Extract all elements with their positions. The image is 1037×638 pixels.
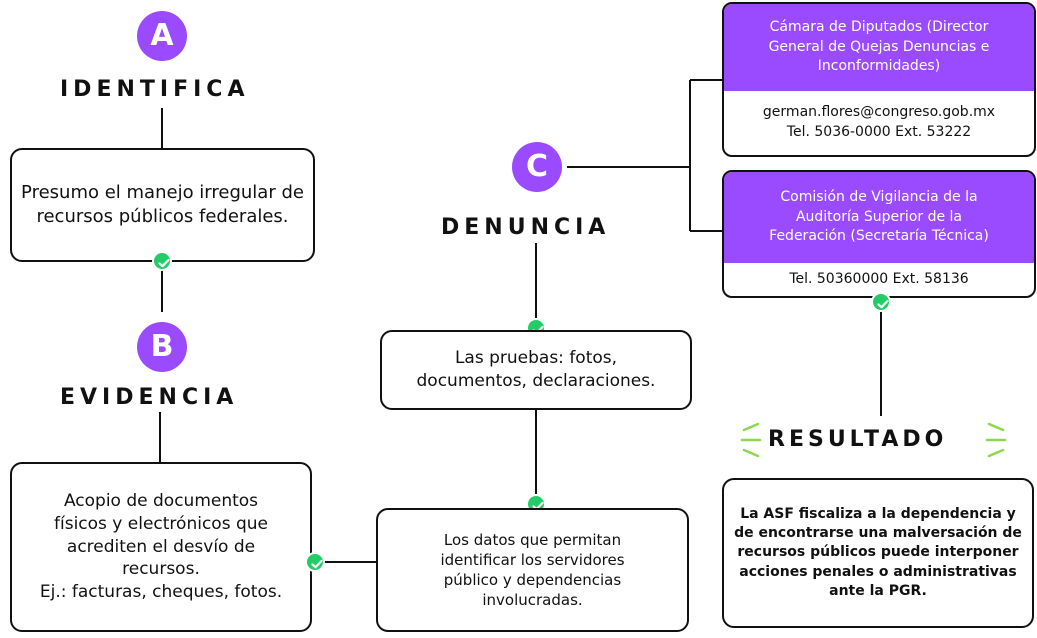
camara-contact-card: Cámara de Diputados (Director General de… — [722, 2, 1036, 157]
resultado-line-2: de encontrarse una malversación de — [734, 525, 1022, 542]
resultado-box: La ASF fiscaliza a la dependencia y de e… — [722, 478, 1034, 628]
check-icon — [152, 251, 172, 271]
comision-header-line-2: Auditoría Superior de la — [795, 208, 963, 225]
acopio-line-1: Acopio de documentos — [63, 490, 259, 511]
pruebas-line-2: documentos, declaraciones. — [416, 371, 656, 391]
acopio-line-2: físicos y electrónicos que — [54, 513, 268, 534]
datos-line-3: público y dependencias — [443, 571, 622, 589]
datos-line-4: involucradas. — [482, 591, 583, 610]
camara-phone: Tel. 5036-0000 Ext. 53222 — [786, 124, 972, 140]
pruebas-line-1: Las pruebas: fotos, — [454, 348, 618, 369]
datos-line-2: identificar los servidores — [440, 550, 625, 569]
camara-header-line-3: Inconformidades) — [817, 58, 941, 75]
acopio-box: Acopio de documentos físicos y electróni… — [10, 462, 312, 632]
acopio-line-5: Ej.: facturas, cheques, fotos. — [39, 582, 283, 603]
acopio-line-4: recursos. — [122, 559, 200, 580]
check-icon — [871, 292, 891, 312]
camara-header: Cámara de Diputados (Director General de… — [724, 4, 1034, 91]
presumo-box: Presumo el manejo irregular de recursos … — [10, 148, 315, 262]
resultado-line-5: ante la PGR. — [829, 582, 927, 599]
step-a-title: IDENTIFICA — [60, 77, 250, 102]
datos-box: Los datos que permitan identificar los s… — [376, 508, 689, 632]
camara-header-line-2: General de Quejas Denuncias e — [768, 38, 990, 55]
resultado-line-1: La ASF fiscaliza a la dependencia y — [740, 505, 1016, 522]
camara-header-line-1: Cámara de Diputados (Director — [769, 19, 989, 36]
step-a-badge: A — [137, 11, 187, 61]
resultado-line-4: acciones penales o administrativas — [739, 563, 1017, 580]
check-icon — [305, 552, 325, 572]
presumo-text: Presumo el manejo irregular de recursos … — [21, 181, 304, 227]
datos-line-1: Los datos que permitan — [443, 530, 622, 549]
comision-header-line-3: Federación (Secretaría Técnica) — [769, 228, 989, 245]
comision-contact-card: Comisión de Vigilancia de la Auditoría S… — [722, 170, 1036, 298]
comision-header: Comisión de Vigilancia de la Auditoría S… — [724, 172, 1034, 263]
step-c-title: DENUNCIA — [441, 215, 611, 240]
acopio-line-3: acrediten el desvío de — [66, 536, 256, 557]
step-b-title: EVIDENCIA — [60, 385, 239, 410]
comision-header-line-1: Comisión de Vigilancia de la — [780, 189, 978, 206]
resultado-sparkles — [740, 422, 1007, 458]
resultado-title: RESULTADO — [768, 427, 948, 452]
step-b-badge: B — [137, 322, 187, 372]
pruebas-box: Las pruebas: fotos, documentos, declarac… — [380, 330, 692, 410]
step-c-badge: C — [512, 142, 562, 192]
camara-email[interactable]: german.flores@congreso.gob.mx — [762, 104, 996, 121]
comision-phone: Tel. 50360000 Ext. 58136 — [789, 270, 969, 287]
resultado-line-3: recursos públicos puede interponer — [737, 544, 1019, 561]
